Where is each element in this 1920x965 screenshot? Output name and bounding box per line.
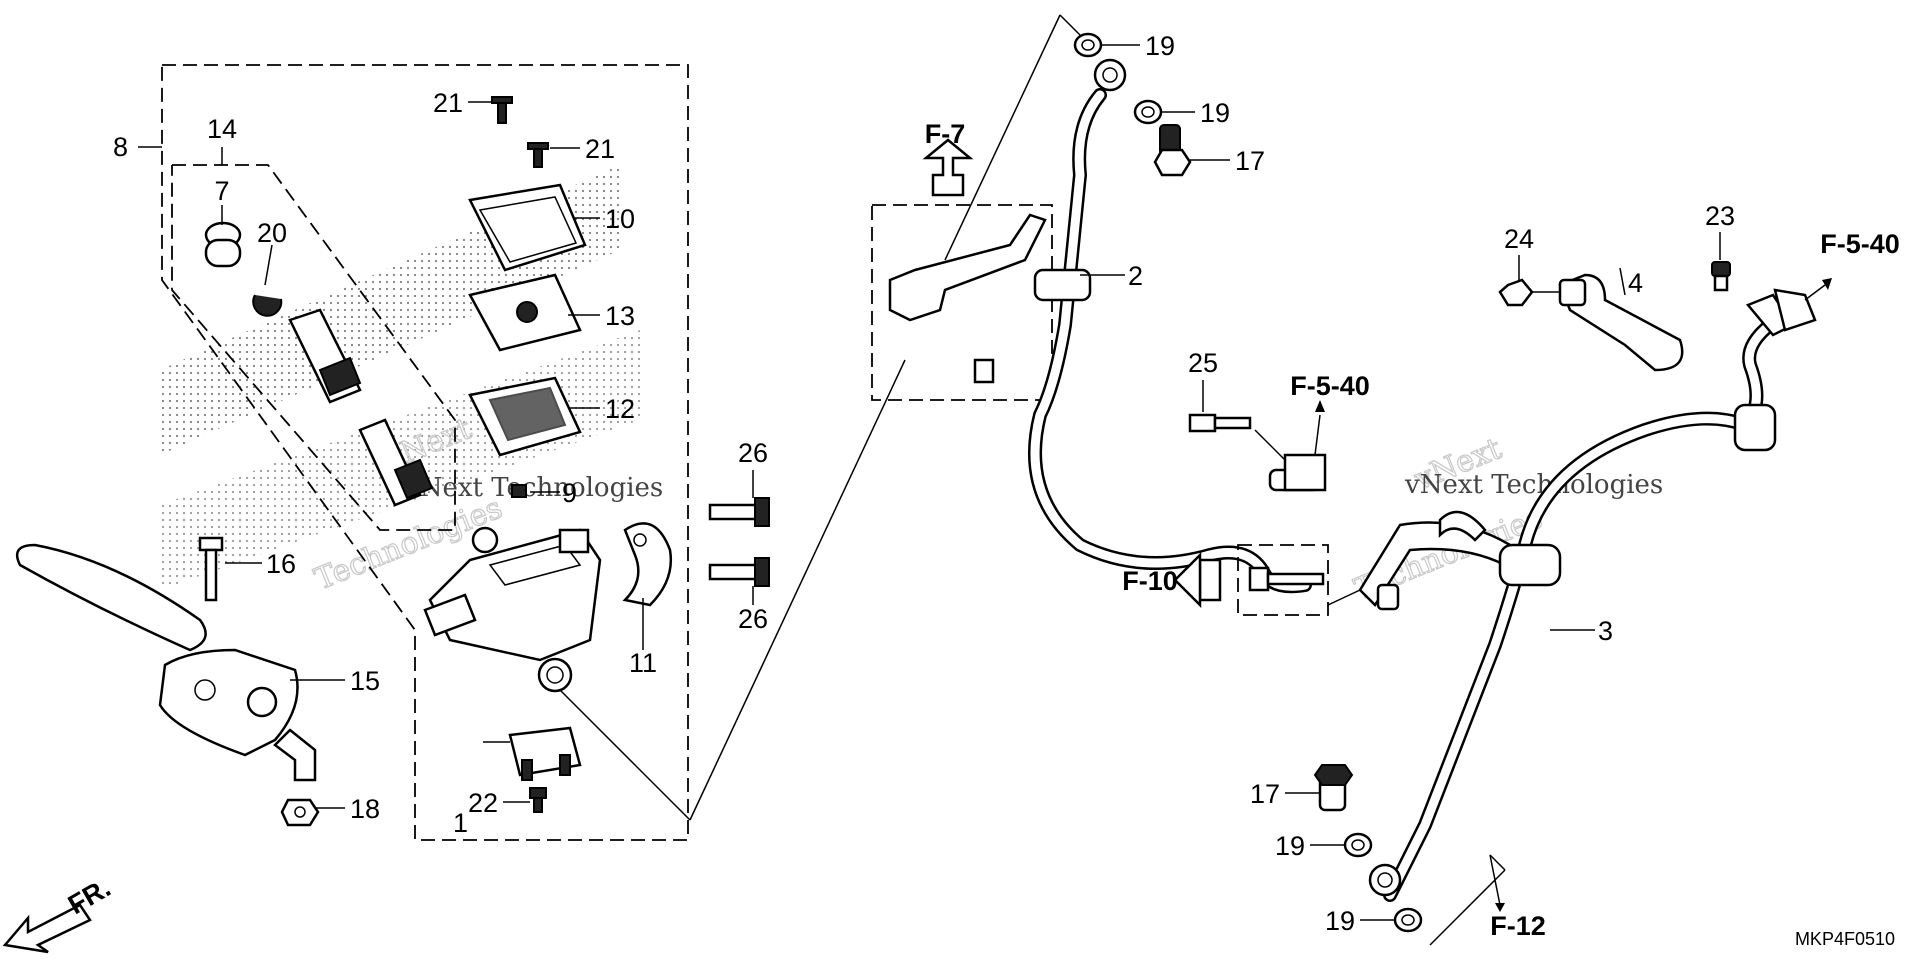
callout-labels: 1 2 3 4 7 8 9 10 11 12 13 14 15 16 17 17…	[113, 31, 1735, 936]
callout-19c: 19	[1275, 831, 1305, 861]
watermark-line-right: vNext Technologies	[1404, 470, 1663, 500]
brake-switch-1	[483, 726, 582, 781]
ref-f5-40-middle: F-5-40	[1290, 371, 1370, 401]
screw-21a	[468, 96, 513, 124]
callout-26a: 26	[738, 438, 768, 468]
callout-9: 9	[562, 478, 577, 508]
diaphragm-12	[468, 376, 600, 457]
callout-24: 24	[1504, 224, 1534, 254]
assembly-outline-8	[138, 64, 689, 841]
ref-lines-f12	[1429, 854, 1506, 946]
ref-arrow-f10	[1173, 551, 1222, 609]
circlip-20	[252, 244, 283, 317]
callout-7: 7	[214, 176, 229, 206]
callout-17b: 17	[1250, 779, 1280, 809]
leader-lines	[559, 14, 1081, 821]
reference-labels: F-7 F-5-40 F-5-40 F-10 F-12 FR. MKP4F051…	[63, 119, 1900, 949]
callout-8: 8	[113, 132, 128, 162]
bolt-17a	[1153, 124, 1230, 177]
hose-fitting-top	[1745, 278, 1832, 337]
callout-26b: 26	[738, 604, 768, 634]
callout-19a: 19	[1145, 31, 1175, 61]
callout-21a: 21	[433, 88, 463, 118]
ref-f10: F-10	[1122, 566, 1178, 596]
bracket-box	[871, 204, 1053, 401]
piston-kit	[288, 308, 434, 507]
callout-15: 15	[350, 666, 380, 696]
plate-13	[468, 273, 600, 352]
callout-17a: 17	[1235, 146, 1265, 176]
bolt-box-f10	[1237, 544, 1361, 616]
callout-20: 20	[257, 218, 287, 248]
front-arrow	[2, 903, 92, 954]
reservoir-cap-10	[468, 183, 600, 272]
callout-25: 25	[1188, 348, 1218, 378]
brake-hose-3	[1368, 293, 1797, 902]
ref-f7: F-7	[925, 119, 966, 149]
callout-13: 13	[605, 301, 635, 331]
ref-f12: F-12	[1490, 911, 1546, 941]
callout-16: 16	[266, 549, 296, 579]
ref-f5-40-right: F-5-40	[1820, 229, 1900, 259]
assembly-outline-14	[171, 147, 456, 531]
holder-11	[622, 522, 673, 650]
callout-23: 23	[1705, 201, 1735, 231]
callout-3: 3	[1598, 616, 1613, 646]
washer-19d	[1360, 907, 1423, 933]
washer-19a	[1073, 32, 1140, 58]
bolt-24	[1498, 255, 1560, 307]
screw-9	[511, 484, 560, 498]
master-cylinder-body	[423, 526, 602, 693]
washer-19b	[1133, 99, 1195, 125]
callout-21b: 21	[585, 134, 615, 164]
callout-2: 2	[1128, 261, 1143, 291]
callout-19d: 19	[1325, 906, 1355, 936]
bolt-17b	[1285, 764, 1354, 812]
callout-18: 18	[350, 794, 380, 824]
callout-10: 10	[605, 204, 635, 234]
callout-19b: 19	[1200, 98, 1230, 128]
callout-22: 22	[468, 788, 498, 818]
bolt-26a	[708, 470, 770, 527]
bracket-4	[1558, 267, 1684, 372]
callout-1: 1	[453, 808, 468, 838]
watermark-line-left: vNext Technologies	[404, 473, 663, 503]
boot-7	[204, 205, 242, 268]
callout-14: 14	[207, 114, 237, 144]
screw-21b	[527, 142, 580, 168]
bolt-25	[1188, 380, 1252, 433]
callout-4: 4	[1628, 268, 1643, 298]
drawing-code: MKP4F0510	[1795, 929, 1895, 949]
pivot-bolt-16	[198, 536, 262, 602]
clip-f540	[1254, 400, 1327, 492]
callout-11: 11	[629, 648, 657, 678]
ref-arrow-f7	[922, 138, 974, 197]
screw-22	[503, 787, 547, 813]
nut-18	[280, 798, 345, 827]
brake-lever-15	[15, 543, 345, 782]
washer-19c	[1310, 832, 1373, 858]
callout-12: 12	[605, 394, 635, 424]
bolt-23	[1711, 232, 1731, 292]
bolt-26b	[708, 557, 770, 605]
